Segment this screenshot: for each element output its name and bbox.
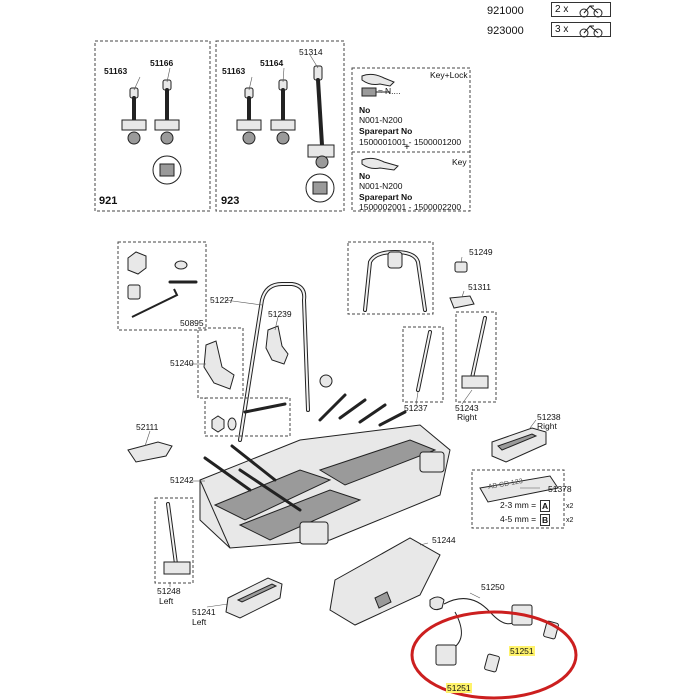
box-51237 xyxy=(402,326,444,403)
arm-51248 xyxy=(163,502,191,575)
label-51314: 51314 xyxy=(299,47,323,57)
box-51243 xyxy=(455,311,497,403)
variant-code-3: 923000 xyxy=(487,25,524,37)
key-sparepart-range: 1500002001 - 1500002200 xyxy=(359,202,462,212)
bolts xyxy=(211,374,333,433)
box-51249 xyxy=(347,241,434,315)
carrier-platform-51242 xyxy=(199,393,451,549)
size-a-qty: x2 xyxy=(566,503,574,510)
label-51239: 51239 xyxy=(268,309,292,319)
keylock-title: Key+Lock xyxy=(430,70,468,80)
key-title: Key xyxy=(452,157,467,167)
leader-lines xyxy=(133,54,540,608)
handle-51249 xyxy=(363,249,475,312)
label-51244: 51244 xyxy=(432,535,456,545)
label-51240: 51240 xyxy=(170,358,194,368)
size-b-qty: x2 xyxy=(566,517,574,524)
label-51241-side: Left xyxy=(192,617,207,627)
hardware-kit xyxy=(127,251,198,318)
variant-qty-3: 3 x xyxy=(555,24,569,35)
box-51248 xyxy=(154,497,194,584)
label-51164: 51164 xyxy=(260,58,284,68)
key-icon xyxy=(361,157,399,171)
label-51166: 51166 xyxy=(150,58,174,68)
variant-code-2: 921000 xyxy=(487,5,524,17)
label-51237: 51237 xyxy=(404,403,428,413)
bulbs-51251 xyxy=(484,620,559,673)
label-51243: 51243 xyxy=(455,403,479,413)
variant-qty-box-2: 2 x xyxy=(551,2,611,17)
label-51378: 51378 xyxy=(548,484,572,494)
arm-51166 xyxy=(152,79,182,185)
arm-51163-923 xyxy=(236,87,262,145)
variant-qty-2: 2 x xyxy=(555,4,569,15)
lamp-51238 xyxy=(491,427,547,463)
clip-52111 xyxy=(127,441,173,463)
keylock-no-range: N001-N200 xyxy=(359,115,403,125)
svg-text:+: + xyxy=(404,142,410,153)
label-51242: 51242 xyxy=(170,475,194,485)
label-51251-a: 51251 xyxy=(509,646,535,656)
label-51238-side: Right xyxy=(537,421,557,431)
arm-51163-921 xyxy=(121,87,147,145)
label-51248-side: Left xyxy=(159,596,174,606)
box-keys xyxy=(351,67,471,212)
label-51227: 51227 xyxy=(210,295,234,305)
box-51378 xyxy=(471,469,565,529)
arm-51243 xyxy=(461,316,489,389)
size-b: 4-5 mm = xyxy=(500,514,537,524)
size-a-letter: A xyxy=(540,500,551,512)
keylock-sparepart-label: Sparepart No xyxy=(359,126,413,136)
bike-icon-2 xyxy=(579,5,603,18)
label-52111: 52111 xyxy=(136,422,159,432)
keylock-n: ≈ N.... xyxy=(378,86,401,96)
bracket-51239 xyxy=(265,325,289,365)
label-51243-side: Right xyxy=(457,412,477,422)
key-no-range: N001-N200 xyxy=(359,181,403,191)
clamp-51240 xyxy=(203,340,235,390)
key-lock-icon xyxy=(361,73,395,97)
key-no-label: No xyxy=(359,171,371,181)
title-921: 921 xyxy=(99,195,118,207)
keylock-no-label: No xyxy=(359,105,371,115)
label-51248: 51248 xyxy=(157,586,181,596)
variant-qty-box-3: 3 x xyxy=(551,22,611,37)
label-51163-921: 51163 xyxy=(104,66,128,76)
bike-icon-3 xyxy=(579,25,603,38)
highlight-circle xyxy=(410,610,578,700)
lamp-51241 xyxy=(225,577,283,619)
label-51250: 51250 xyxy=(481,582,505,592)
plate-holder-51244 xyxy=(329,537,441,626)
key-sparepart-label: Sparepart No xyxy=(359,192,413,202)
arm-51314 xyxy=(305,65,335,203)
size-b-letter: B xyxy=(540,514,551,526)
label-51241: 51241 xyxy=(192,607,216,617)
label-51163-923: 51163 xyxy=(222,66,246,76)
label-51251-b: 51251 xyxy=(446,683,472,693)
label-51238: 51238 xyxy=(537,412,561,422)
size-a: 2-3 mm = xyxy=(500,500,537,510)
label-51249: 51249 xyxy=(469,247,493,257)
box-923 xyxy=(215,40,345,212)
keylock-sparepart-range: 1500001001 - 1500001200 xyxy=(359,137,462,147)
label-51311: 51311 xyxy=(468,282,492,292)
number-plate xyxy=(479,475,559,503)
box-50895 xyxy=(117,241,207,331)
box-921 xyxy=(94,40,211,212)
frame-51227 xyxy=(238,282,310,442)
arm-51164 xyxy=(270,79,296,145)
box-bolts xyxy=(204,397,291,437)
label-50895: 50895 xyxy=(180,318,204,328)
title-923: 923 xyxy=(221,195,240,207)
